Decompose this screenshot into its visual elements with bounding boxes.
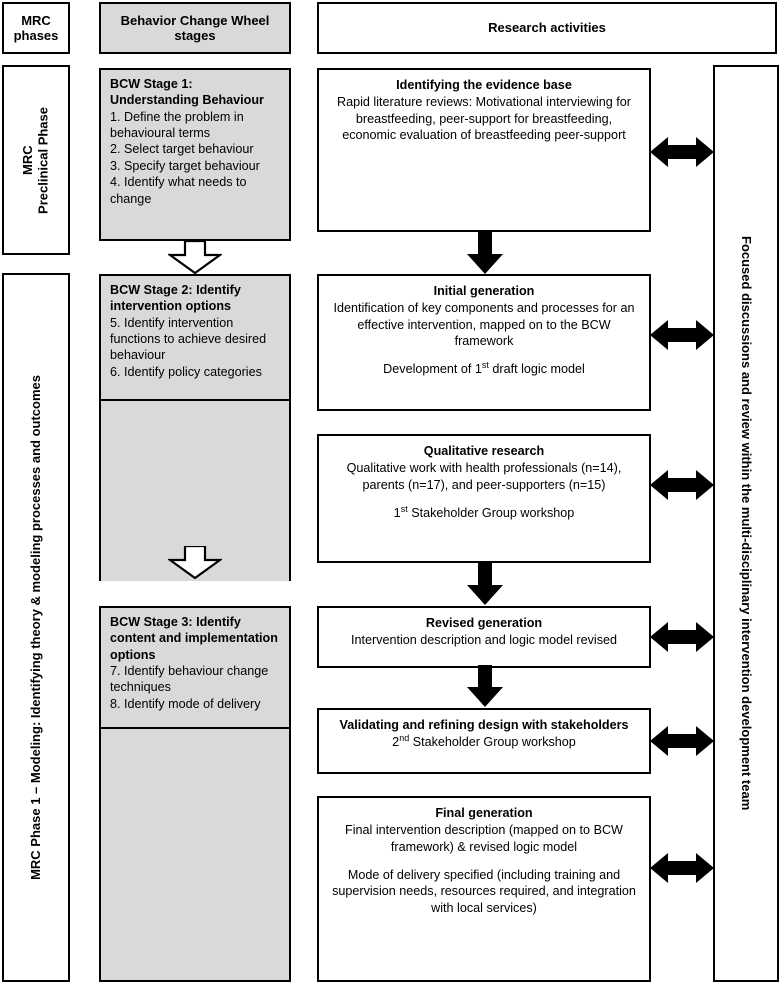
activity-qualitative-research-para-2: 1st Stakeholder Group workshop — [393, 503, 575, 521]
activity-initial-generation-para-1: Identification of key components and pro… — [333, 301, 635, 349]
bcw-stage-2-item-1: 5. Identify intervention functions to ac… — [110, 315, 267, 363]
activity-validating-refining-title: Validating and refining design with stak… — [339, 718, 629, 732]
phase-preclinical: MRC Preclinical Phase — [2, 65, 70, 255]
arrow-evidence-to-initial — [465, 232, 505, 276]
activity-final-generation: Final generation Final intervention desc… — [317, 796, 651, 982]
bcw-stage-3-item-2: 8. Identify mode of delivery — [110, 696, 261, 711]
side-panel-label: Focused discussions and review within th… — [738, 236, 754, 811]
bcw-stage-2-title: BCW Stage 2: Identify intervention optio… — [110, 283, 241, 314]
activity-evidence-base: Identifying the evidence base Rapid lite… — [317, 68, 651, 232]
activity-qualitative-research-title: Qualitative research — [423, 444, 545, 458]
activity-validating-refining: Validating and refining design with stak… — [317, 708, 651, 774]
arrow-stage2-to-stage3 — [168, 546, 222, 579]
bcw-stage-2: BCW Stage 2: Identify intervention optio… — [99, 274, 291, 401]
dbl-arrow-final-generation — [650, 849, 714, 887]
arrow-revised-to-validating — [465, 665, 505, 709]
activity-initial-generation: Initial generation Identification of key… — [317, 274, 651, 411]
bcw-stage-1-item-4: 4. Identify what needs to change — [110, 175, 247, 206]
activity-qualitative-research-para-1: Qualitative work with health professiona… — [346, 461, 622, 492]
header-bcw-stages: Behavior Change Wheel stages — [99, 2, 291, 54]
activity-validating-refining-para-1: 2nd Stakeholder Group workshop — [392, 733, 576, 750]
header-bcw-stages-label: Behavior Change Wheel stages — [120, 12, 270, 43]
bcw-stage-3-title: BCW Stage 3: Identify content and implem… — [110, 615, 278, 662]
phase-modeling-label: MRC Phase 1 – Modeling: Identifying theo… — [28, 375, 44, 880]
activity-revised-generation: Revised generation Intervention descript… — [317, 606, 651, 668]
phase-preclinical-label: MRC Preclinical Phase — [20, 106, 51, 214]
bcw-stage-1-item-2: 2. Select target behaviour — [110, 142, 254, 157]
bcw-stage-3: BCW Stage 3: Identify content and implem… — [99, 606, 291, 729]
header-research-activities: Research activities — [317, 2, 777, 54]
dbl-arrow-initial-generation — [650, 316, 714, 354]
bcw-stage-1-item-3: 3. Specify target behaviour — [110, 158, 260, 173]
bcw-stage-1-item-1: 1. Define the problem in behavioural ter… — [110, 109, 244, 141]
dbl-arrow-revised-generation — [650, 618, 714, 656]
header-research-activities-label: Research activities — [488, 20, 606, 36]
header-mrc-phases-label: MRC phases — [13, 12, 59, 43]
dbl-arrow-evidence-base — [650, 133, 714, 171]
bcw-column-fill-lower — [99, 729, 291, 982]
activity-revised-generation-para-1: Intervention description and logic model… — [350, 633, 618, 648]
activity-qualitative-research: Qualitative research Qualitative work wi… — [317, 434, 651, 563]
phase-modeling: MRC Phase 1 – Modeling: Identifying theo… — [2, 273, 70, 982]
bcw-stage-2-item-2: 6. Identify policy categories — [110, 364, 262, 379]
activity-revised-generation-title: Revised generation — [425, 616, 543, 630]
bcw-stage-1-title: BCW Stage 1: Understanding Behaviour — [110, 77, 264, 108]
activity-initial-generation-title: Initial generation — [433, 284, 535, 298]
side-panel-focused-discussions: Focused discussions and review within th… — [713, 65, 779, 982]
bcw-stage-1: BCW Stage 1: Understanding Behaviour 1. … — [99, 68, 291, 241]
arrow-qualitative-to-revised — [465, 563, 505, 607]
activity-final-generation-para-2: Mode of delivery specified (including tr… — [332, 868, 636, 915]
header-mrc-phases: MRC phases — [2, 2, 70, 54]
activity-evidence-base-title: Identifying the evidence base — [396, 78, 572, 92]
activity-evidence-base-para-1: Rapid literature reviews: Motivational i… — [337, 95, 631, 143]
arrow-stage1-to-stage2 — [168, 241, 222, 274]
activity-initial-generation-para-2: Development of 1st draft logic model — [383, 360, 585, 377]
activity-final-generation-para-1: Final intervention description (mapped o… — [345, 823, 623, 854]
bcw-stage-3-item-1: 7. Identify behaviour change techniques — [110, 664, 269, 695]
dbl-arrow-validating-refining — [650, 722, 714, 760]
dbl-arrow-qualitative-research — [650, 466, 714, 504]
activity-final-generation-title: Final generation — [435, 806, 533, 820]
